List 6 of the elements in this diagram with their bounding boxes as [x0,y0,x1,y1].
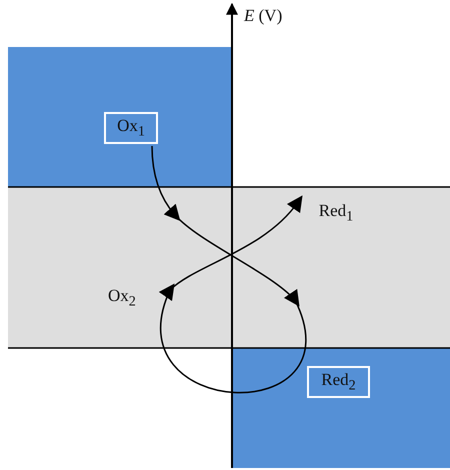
species-label: Ox$_{2}$ [108,286,136,310]
axis-label: E (V) [244,6,282,26]
species-label: Red$_{1}$ [310,198,362,228]
species-label: Ox$_{1}$ [104,112,158,144]
species-label: Red$_{2}$ [307,366,370,398]
curved-arrow [151,146,307,394]
